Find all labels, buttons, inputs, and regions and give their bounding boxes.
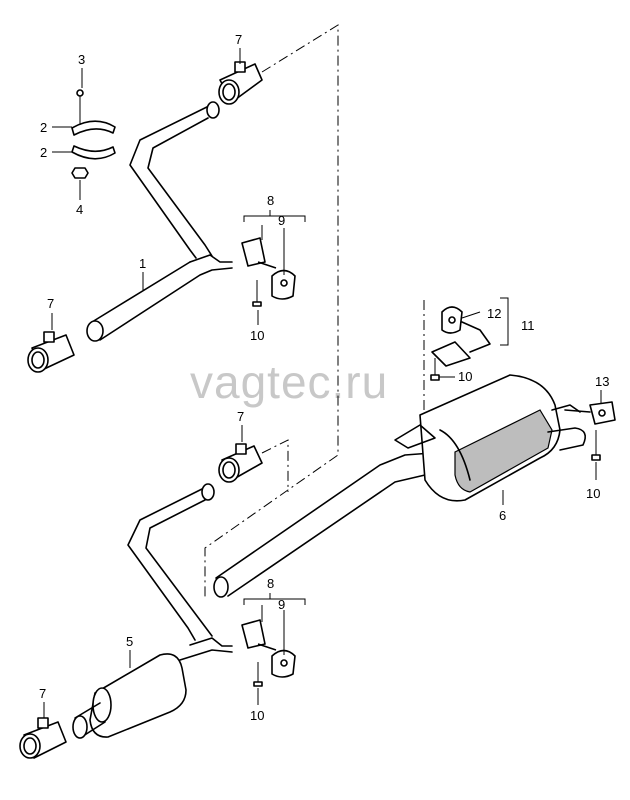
callout-9-upper: 9 (278, 213, 285, 228)
callout-13: 13 (595, 374, 609, 389)
callout-3: 3 (78, 52, 85, 67)
callout-numbers: 7 3 2 2 4 8 9 1 7 10 12 11 10 13 7 10 6 … (39, 32, 609, 723)
callout-7-left-upper: 7 (47, 296, 54, 311)
callout-10-upper: 10 (250, 328, 264, 343)
callout-10-hanger: 10 (458, 369, 472, 384)
callout-7-top: 7 (235, 32, 242, 47)
alignment-lines (204, 24, 425, 598)
pipe-clamp-left-upper (27, 331, 75, 373)
callout-5: 5 (126, 634, 133, 649)
pipe-clamp-top (218, 61, 263, 105)
callout-2-lower: 2 (40, 145, 47, 160)
callout-10-lower: 10 (250, 708, 264, 723)
callout-6: 6 (499, 508, 506, 523)
watermark: vagtec.ru (190, 356, 388, 408)
hanger-bracket-lower (241, 619, 296, 687)
callout-7-left-lower: 7 (39, 686, 46, 701)
callout-10-tail: 10 (586, 486, 600, 501)
callout-8-lower: 8 (267, 576, 274, 591)
clamp-halves (71, 89, 116, 179)
rear-hanger-bracket (430, 306, 491, 381)
pipe-clamp-middle (218, 443, 263, 483)
hanger-bracket-upper (241, 237, 296, 307)
front-pipe-lower (127, 483, 233, 661)
center-silencer (72, 653, 187, 739)
tail-hanger (564, 401, 616, 461)
callout-7-middle: 7 (237, 409, 244, 424)
callout-11: 11 (521, 318, 535, 333)
callout-2-upper: 2 (40, 120, 47, 135)
callout-12: 12 (487, 306, 501, 321)
callout-4: 4 (76, 202, 83, 217)
pipe-clamp-left-lower (19, 717, 67, 759)
callout-8-upper: 8 (267, 193, 274, 208)
rear-pipe (213, 451, 451, 598)
callout-9-lower: 9 (278, 597, 285, 612)
rear-muffler (394, 374, 586, 502)
front-pipe-upper (86, 101, 233, 342)
leader-lines (43, 48, 602, 718)
callout-1: 1 (139, 256, 146, 271)
